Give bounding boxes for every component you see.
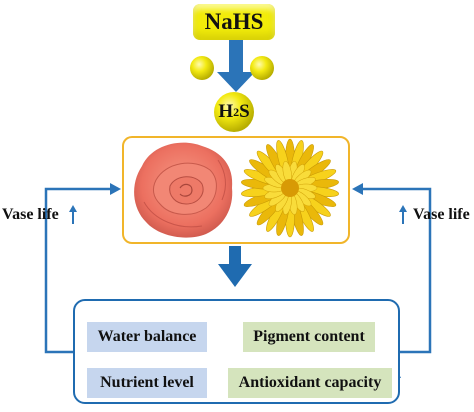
- up-arrow-icon: [69, 205, 77, 224]
- h2s-ball-icon: [214, 92, 254, 132]
- chrysanthemum-center: [281, 179, 299, 197]
- left-feedback-arrow: [44, 187, 112, 354]
- rose-icon: [134, 142, 233, 238]
- vase-life-left-label: Vase life: [2, 206, 59, 223]
- down-arrow-icon: [217, 40, 255, 92]
- sulfur-ball-icon: [250, 56, 274, 80]
- h2s-subscript: 2: [233, 104, 240, 119]
- water-balance-tag: Water balance: [87, 322, 207, 352]
- up-arrow-icon: [399, 205, 407, 224]
- down-arrow-icon: [218, 246, 252, 287]
- pigment-content-tag: Pigment content: [243, 322, 375, 352]
- nahs-label: NaHS: [193, 4, 275, 40]
- nutrient-level-tag: Nutrient level: [87, 368, 207, 398]
- antioxidant-capacity-tag: Antioxidant capacity: [228, 368, 392, 398]
- vase-life-right-label: Vase life: [413, 206, 470, 223]
- right-arrowhead-icon: [110, 183, 121, 195]
- flowers-graphics: [134, 138, 339, 238]
- h2s-s: S: [239, 101, 250, 122]
- chrysanthemum-icon: [241, 138, 339, 238]
- h2s-h: H: [218, 101, 234, 122]
- left-arrowhead-icon: [352, 183, 363, 195]
- right-feedback-arrow: [362, 187, 432, 354]
- sulfur-ball-icon: [190, 56, 214, 80]
